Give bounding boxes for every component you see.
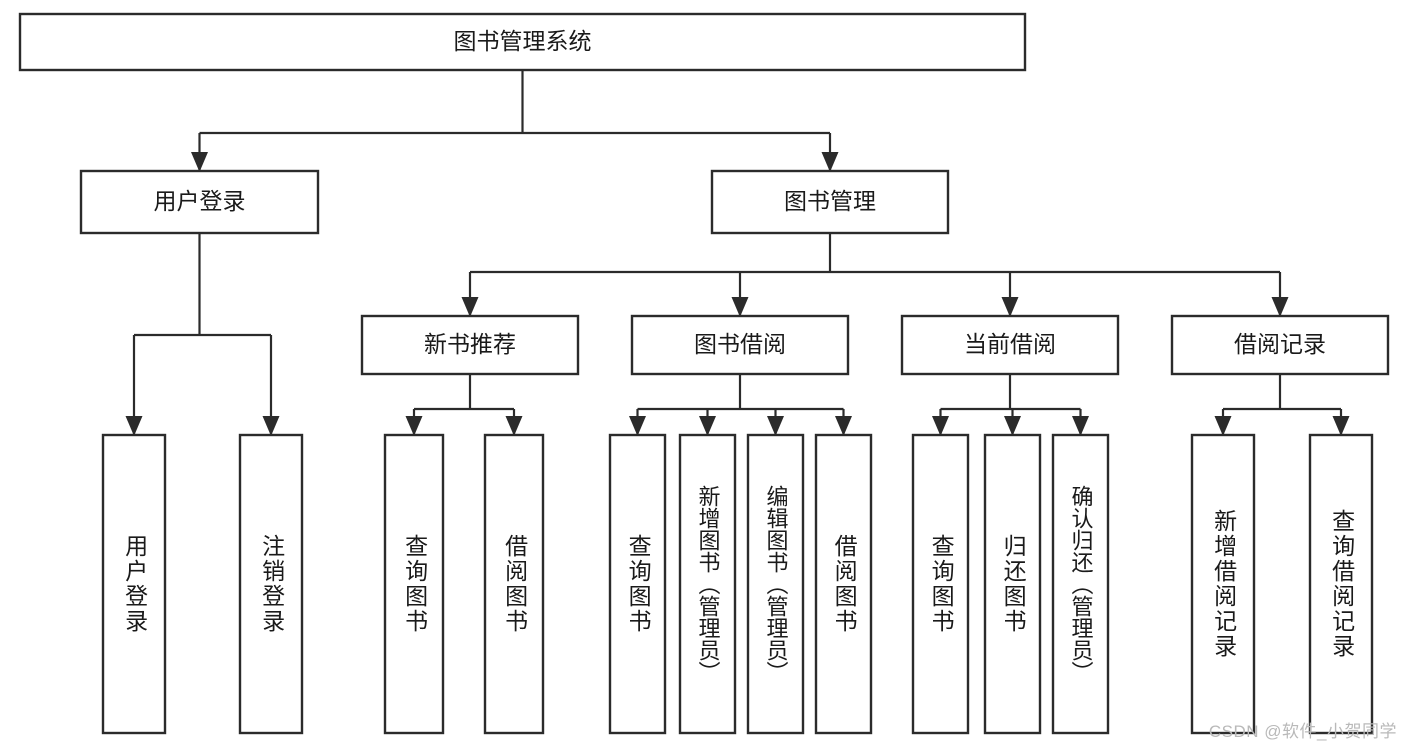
arrow-head-icon bbox=[835, 416, 852, 436]
node-leaf-label-0: 用户登录 bbox=[121, 534, 148, 634]
node-leaf-label-12: 查询借阅记录 bbox=[1328, 509, 1355, 659]
node-leaf-4[interactable] bbox=[608, 433, 667, 735]
arrow-head-icon bbox=[767, 416, 784, 436]
arrow-head-icon bbox=[405, 416, 423, 436]
node-leaf-label-1: 注销登录 bbox=[258, 534, 285, 634]
arrow-head-icon bbox=[1214, 416, 1232, 436]
node-leaf-1[interactable] bbox=[238, 433, 304, 735]
node-level3-label-3: 借阅记录 bbox=[1234, 331, 1326, 357]
node-level3-0[interactable] bbox=[360, 314, 580, 376]
arrow-head-icon bbox=[1271, 297, 1289, 317]
arrow-head-icon bbox=[821, 152, 839, 172]
node-level3-label-0: 新书推荐 bbox=[424, 331, 516, 357]
node-leaf-10[interactable] bbox=[1051, 433, 1110, 735]
node-leaf-label-10: 确认归还（管理员） bbox=[1068, 485, 1094, 683]
node-level2-1[interactable] bbox=[710, 169, 950, 235]
node-level3-3[interactable] bbox=[1170, 314, 1390, 376]
arrowheads-group bbox=[125, 152, 1350, 436]
node-leaf-8[interactable] bbox=[911, 433, 970, 735]
node-leaf-label-8: 查询图书 bbox=[928, 534, 955, 634]
arrow-head-icon bbox=[731, 297, 749, 317]
node-leaf-3[interactable] bbox=[483, 433, 545, 735]
node-leaf-6[interactable] bbox=[746, 433, 805, 735]
arrow-head-icon bbox=[932, 416, 949, 436]
node-leaf-label-9: 归还图书 bbox=[1000, 534, 1027, 634]
node-level3-label-2: 当前借阅 bbox=[964, 331, 1056, 357]
arrow-head-icon bbox=[125, 416, 143, 436]
node-leaf-0[interactable] bbox=[101, 433, 167, 735]
node-level2-label-1: 图书管理 bbox=[784, 188, 876, 214]
node-leaf-label-11: 新增借阅记录 bbox=[1210, 509, 1237, 659]
node-level2-0[interactable] bbox=[79, 169, 320, 235]
node-leaf-5[interactable] bbox=[678, 433, 737, 735]
node-leaf-label-7: 借阅图书 bbox=[831, 534, 858, 634]
arrow-head-icon bbox=[1004, 416, 1021, 436]
arrow-head-icon bbox=[1072, 416, 1089, 436]
node-level2-label-0: 用户登录 bbox=[154, 188, 246, 214]
csdn-watermark: CSDN @软件_小贺同学 bbox=[1208, 722, 1397, 741]
connectors-group bbox=[132, 70, 1343, 434]
node-leaf-label-2: 查询图书 bbox=[401, 534, 428, 634]
arrow-head-icon bbox=[1332, 416, 1350, 436]
node-leaf-12[interactable] bbox=[1308, 433, 1374, 735]
arrow-head-icon bbox=[505, 416, 523, 436]
arrow-head-icon bbox=[629, 416, 646, 436]
node-boxes-group bbox=[18, 12, 1390, 735]
arrow-head-icon bbox=[1001, 297, 1019, 317]
node-leaf-11[interactable] bbox=[1190, 433, 1256, 735]
node-leaf-7[interactable] bbox=[814, 433, 873, 735]
node-level3-label-1: 图书借阅 bbox=[694, 331, 786, 357]
arrow-head-icon bbox=[699, 416, 716, 436]
arrow-head-icon bbox=[191, 152, 208, 172]
node-root-图书管理系统[interactable] bbox=[18, 12, 1027, 72]
node-leaf-label-6: 编辑图书（管理员） bbox=[763, 485, 789, 683]
node-leaf-label-4: 查询图书 bbox=[625, 534, 652, 634]
node-leaf-9[interactable] bbox=[983, 433, 1042, 735]
node-leaf-label-5: 新增图书（管理员） bbox=[695, 485, 721, 683]
node-root-label: 图书管理系统 bbox=[454, 28, 592, 54]
node-leaf-2[interactable] bbox=[383, 433, 445, 735]
node-level3-2[interactable] bbox=[900, 314, 1120, 376]
arrow-head-icon bbox=[262, 416, 280, 436]
node-leaf-label-3: 借阅图书 bbox=[501, 534, 528, 634]
node-level3-1[interactable] bbox=[630, 314, 850, 376]
arrow-head-icon bbox=[461, 297, 479, 317]
